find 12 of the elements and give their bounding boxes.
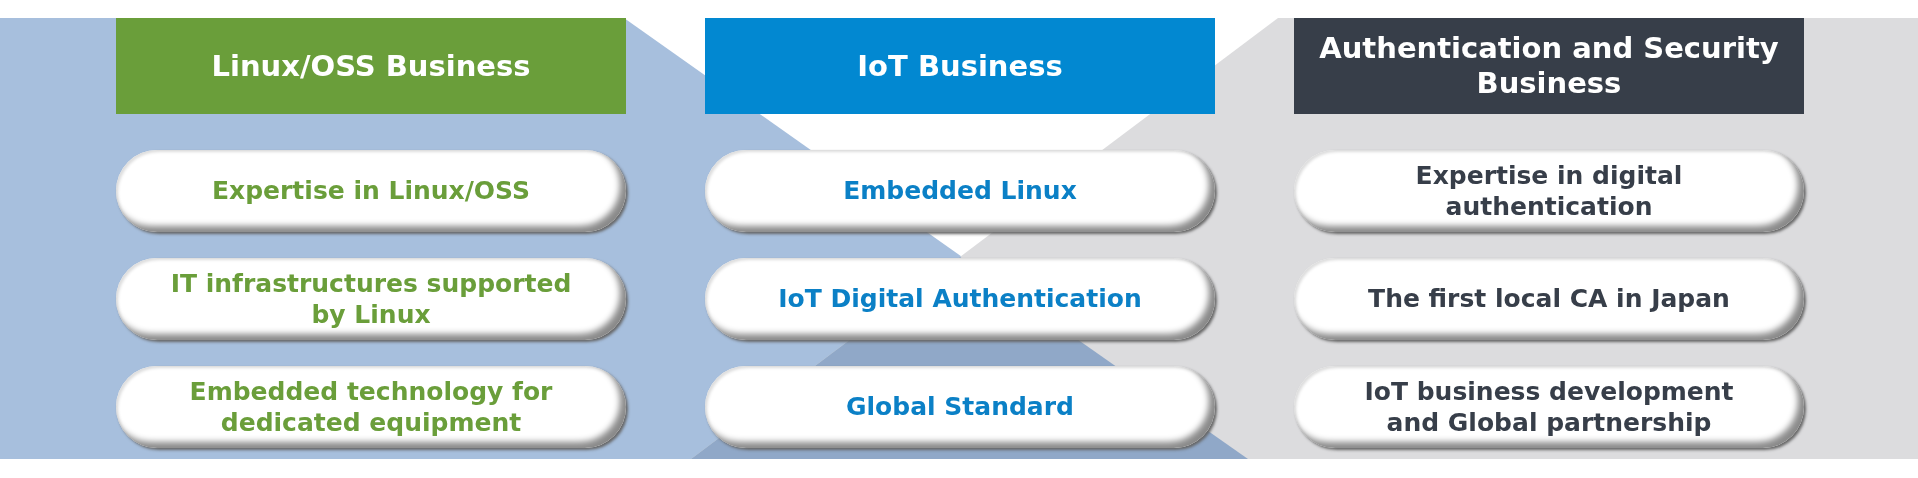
- feature-pill: The first local CA in Japan: [1294, 258, 1804, 340]
- category-header: IoT Business: [705, 18, 1215, 114]
- feature-pill: IT infrastructures supported by Linux: [116, 258, 626, 340]
- feature-pill: Expertise in digital authentication: [1294, 150, 1804, 232]
- feature-pill: Embedded Linux: [705, 150, 1215, 232]
- feature-pill: Embedded technology for dedicated equipment: [116, 366, 626, 448]
- feature-pill: Global Standard: [705, 366, 1215, 448]
- feature-pill: IoT business development and Global partnership: [1294, 366, 1804, 448]
- category-header: Linux/OSS Business: [116, 18, 626, 114]
- category-header: Authentication and Security Business: [1294, 18, 1804, 114]
- feature-pill: IoT Digital Authentication: [705, 258, 1215, 340]
- feature-pill: Expertise in Linux/OSS: [116, 150, 626, 232]
